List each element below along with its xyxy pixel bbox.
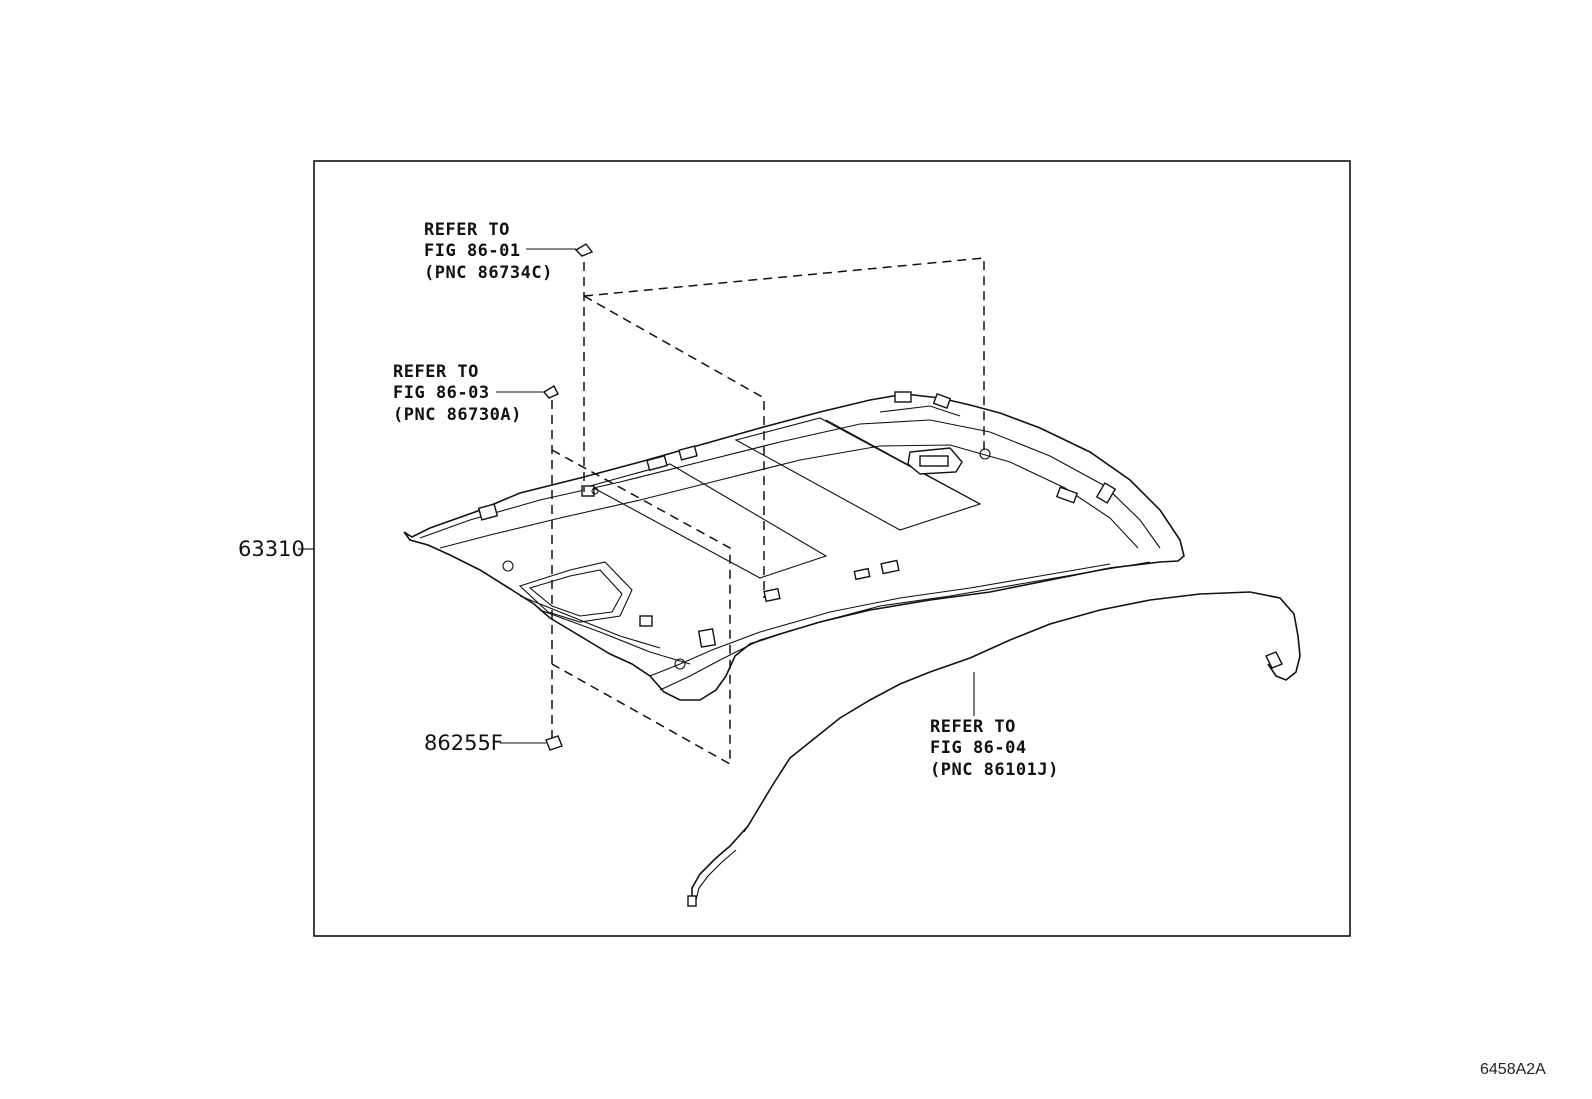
svg-text:REFER TO: REFER TO [930, 717, 1016, 737]
assembly-dashed-lines [551, 257, 985, 766]
svg-text:(PNC 86101J): (PNC 86101J) [930, 760, 1059, 780]
svg-text:(PNC 86730A): (PNC 86730A) [393, 405, 522, 425]
svg-text:REFER TO: REFER TO [424, 220, 510, 240]
svg-text:FIG 86-01: FIG 86-01 [424, 241, 521, 261]
roof-headliner-drawing [403, 391, 1185, 701]
part-number-63310: 63310 [238, 537, 305, 561]
callout-ref-fig-86-04: REFER TO FIG 86-04 (PNC 86101J) [930, 717, 1059, 780]
callout-ref-fig-86-03: REFER TO FIG 86-03 (PNC 86730A) [393, 362, 522, 425]
svg-text:FIG 86-04: FIG 86-04 [930, 738, 1027, 758]
clip-upper [574, 243, 594, 257]
part-number-86255F: 86255F [424, 731, 503, 755]
illustration-code: 6458A2A [1480, 1061, 1546, 1078]
clip-86255F [545, 735, 563, 751]
clip-middle [542, 385, 559, 399]
callout-ref-fig-86-01: REFER TO FIG 86-01 (PNC 86734C) [424, 220, 553, 283]
wire-harness [691, 591, 1301, 902]
svg-text:FIG 86-03: FIG 86-03 [393, 383, 490, 403]
svg-text:(PNC 86734C): (PNC 86734C) [424, 263, 553, 283]
svg-text:REFER TO: REFER TO [393, 362, 479, 382]
